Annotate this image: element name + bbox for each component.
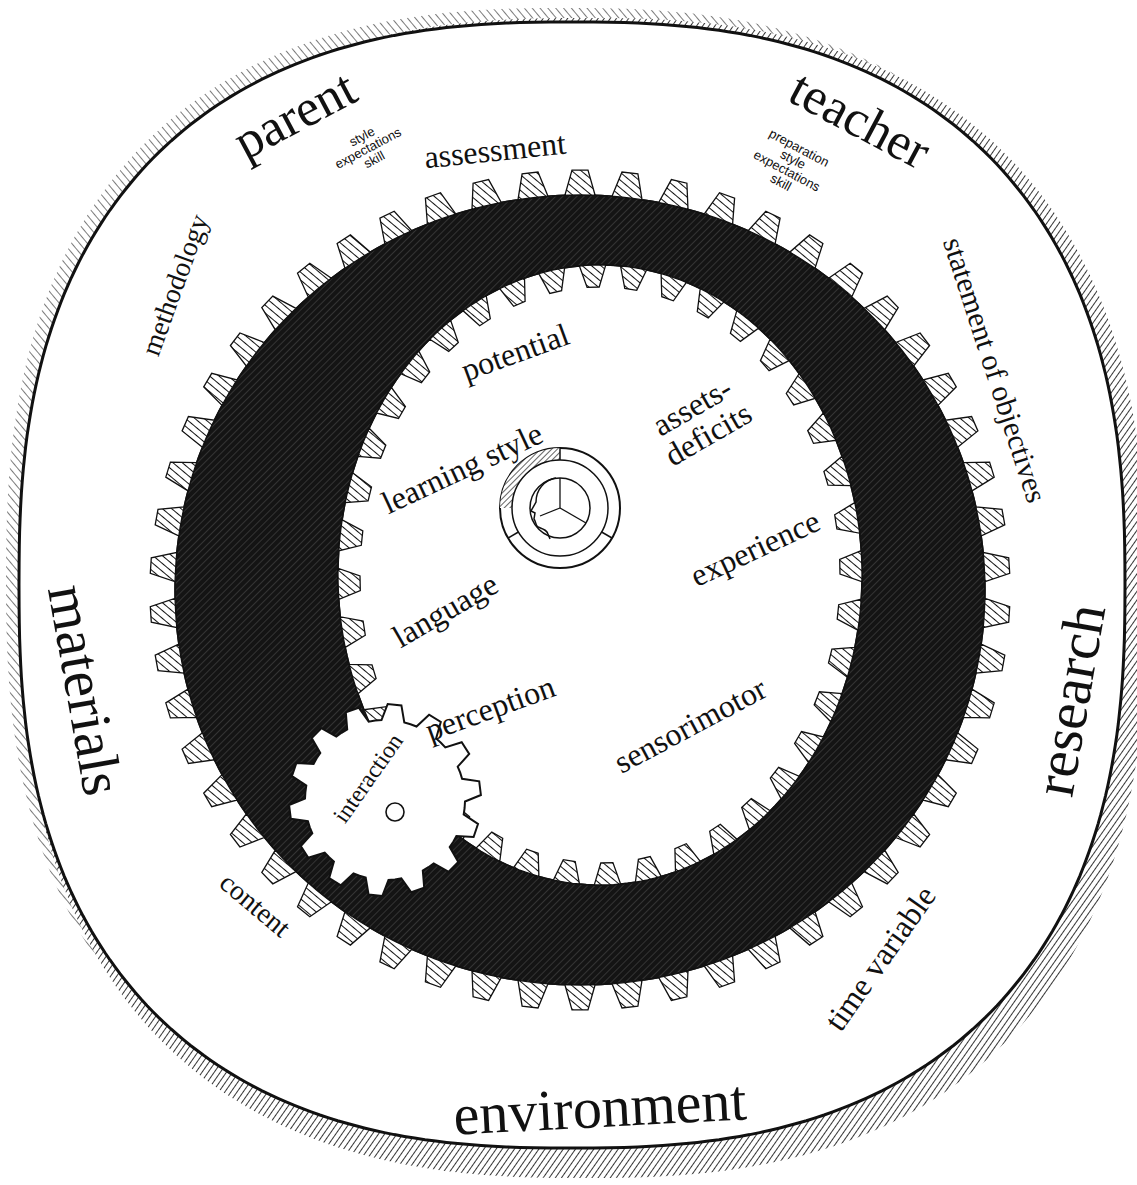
hub-divider xyxy=(559,478,560,508)
hub-divider xyxy=(508,532,518,538)
hub-divider xyxy=(602,532,612,538)
gear-body xyxy=(175,195,985,985)
learner-trait: perception xyxy=(421,670,559,746)
hub-core xyxy=(530,478,590,538)
gear-hole xyxy=(386,803,404,821)
hub-divider xyxy=(540,508,560,516)
hub-rim xyxy=(500,448,620,568)
learner-trait: potential xyxy=(457,318,573,386)
outer-wheel: parentstyle expectations skillassessment… xyxy=(17,20,1127,1150)
learner-trait: experience xyxy=(685,504,824,592)
learner-trait: assets-deficits xyxy=(636,365,763,475)
factor-label: assessment xyxy=(423,127,568,174)
head-profile xyxy=(531,478,556,539)
group-name: environment xyxy=(452,1071,748,1144)
ring-gear: potential assets-deficits learning style ex… xyxy=(150,170,1010,1010)
learner-trait: language xyxy=(387,567,503,652)
gear-teeth xyxy=(150,170,1009,1010)
wheel-face xyxy=(19,22,1125,1148)
group-name: research xyxy=(1025,600,1116,800)
group-name: materials xyxy=(38,580,132,799)
learner-trait: sensorimotor xyxy=(609,672,772,779)
hub-divider xyxy=(559,448,561,460)
small-gear xyxy=(289,704,481,896)
hub-ring xyxy=(512,460,608,556)
factor-label: methodology xyxy=(137,211,214,359)
wheel-outline xyxy=(19,22,1125,1148)
hub-divider xyxy=(560,508,586,523)
head-hub xyxy=(500,448,620,568)
learner-trait: learning style xyxy=(377,417,548,519)
node-shape xyxy=(150,170,1010,1010)
rim-hatching xyxy=(6,8,1126,1152)
sub-list: preparation style expectations skill xyxy=(742,123,839,207)
